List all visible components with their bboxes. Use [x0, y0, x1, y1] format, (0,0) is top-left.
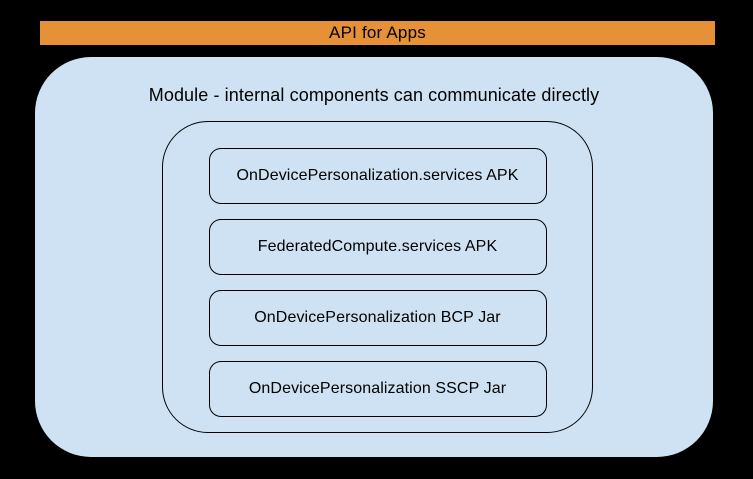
component-box-odp-services-apk: OnDevicePersonalization.services APK: [208, 148, 547, 204]
api-for-apps-label: API for Apps: [329, 23, 426, 42]
module-title: Module - internal components can communi…: [148, 85, 600, 105]
components-group: OnDevicePersonalization.services APK Fed…: [162, 121, 593, 433]
component-label: OnDevicePersonalization.services APK: [236, 167, 519, 184]
component-label: FederatedCompute.services APK: [257, 238, 498, 255]
component-box-federatedcompute-services-apk: FederatedCompute.services APK: [208, 219, 547, 275]
component-box-odp-sscp-jar: OnDevicePersonalization SSCP Jar: [208, 361, 547, 417]
module-panel: Module - internal components can communi…: [35, 57, 713, 457]
component-box-odp-bcp-jar: OnDevicePersonalization BCP Jar: [208, 290, 547, 346]
component-label: OnDevicePersonalization SSCP Jar: [248, 380, 507, 397]
component-label: OnDevicePersonalization BCP Jar: [254, 309, 501, 326]
api-for-apps-banner: API for Apps: [40, 21, 715, 45]
